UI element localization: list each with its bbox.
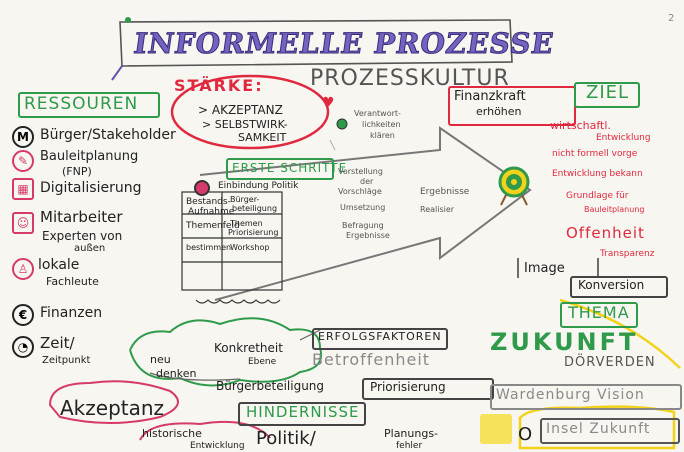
target-dot-icon <box>194 180 210 196</box>
zukunft-text: ZUKUNFT <box>490 328 639 356</box>
arrow-step: Vorschläge <box>338 187 382 196</box>
pen-icon: ✎ <box>12 150 34 172</box>
step-item: Einbindung Politik <box>218 181 299 191</box>
ziel-item: nicht formell vorge <box>552 149 638 159</box>
politik-text: Politik/ <box>256 428 316 449</box>
step-item: Aufnahme <box>188 207 235 217</box>
neu-denken-text: neu <box>150 353 171 366</box>
yellow-note <box>480 414 512 444</box>
ressource-item: lokale <box>38 257 80 273</box>
ziel-item: Entwicklung <box>596 133 651 143</box>
wardenburg-text: Wardenburg Vision <box>496 387 645 403</box>
inselzukunft-text: Insel Zukunft <box>546 421 651 437</box>
priorisierung-text: Priorisierung <box>370 380 446 394</box>
hindernisse-box <box>238 402 366 426</box>
inselzukunft-box <box>540 418 680 444</box>
euro-icon: € <box>12 304 34 326</box>
arrow-step: Befragung <box>342 221 384 230</box>
people-icon: ☺ <box>12 212 34 234</box>
ressource-item: außen <box>74 243 106 254</box>
step-item: Bestands- <box>186 197 231 207</box>
historische-text: Entwicklung <box>190 441 245 451</box>
step-item: bestimmen <box>186 243 232 252</box>
wardenburg-box <box>490 384 682 410</box>
person-icon: ♙ <box>12 258 34 280</box>
ressource-item: (FNP) <box>62 165 92 178</box>
step-item: Themen <box>230 219 263 228</box>
step-item: Priorisierung <box>228 228 279 237</box>
staerke-item: > SELBSTWIRK- <box>202 118 288 131</box>
ziel-item: Grundlage für <box>566 191 629 201</box>
akzeptanz-text: Akzeptanz <box>60 396 165 420</box>
erste-schritte-box <box>226 158 334 180</box>
betroffenheit-text: Betroffenheit <box>312 350 431 369</box>
konkretheit-text: Konkretheit <box>214 341 283 355</box>
step-item: Bürger- <box>230 195 260 204</box>
ressource-item: Experten von <box>42 229 123 243</box>
ziel-box <box>574 82 640 108</box>
arrow-step: Vorstellung <box>338 167 383 176</box>
thema-box <box>560 302 638 328</box>
arrow-step: Ergebnisse <box>420 187 470 197</box>
staerke-item: > AKZEPTANZ <box>198 103 283 117</box>
hindernisse-heading: HINDERNISSE <box>246 403 360 421</box>
arrow-step: Realisier <box>420 205 455 214</box>
planungs-text: Planungs- <box>384 427 439 440</box>
ressource-item: Bürger/Stakeholder <box>40 127 176 143</box>
image-text: Image <box>524 261 565 276</box>
priorisierung-box <box>362 378 494 400</box>
verantwortlich-text: lichkeiten <box>362 120 401 129</box>
page-title: INFORMELLE PROZESSE <box>131 27 557 61</box>
buergerbeteiligung-text: Bürgerbeteiligung <box>216 379 325 393</box>
ressourcen-heading: RESSOUREN <box>24 94 139 114</box>
erfolgsfaktoren-heading: ERFOLGSFAKTOREN <box>318 330 442 343</box>
ziel-item: wirtschaftl. <box>550 119 611 132</box>
planungs-text: fehler <box>396 441 423 451</box>
ziel-item: Entwicklung bekann <box>552 169 643 179</box>
ressource-item: Zeitpunkt <box>42 355 91 366</box>
ziel-item: Bauleitplanung <box>584 205 645 214</box>
finanzkraft-text: erhöhen <box>476 105 522 118</box>
transparenz-text: Transparenz <box>600 249 655 259</box>
konversion-box <box>570 276 668 298</box>
ressource-item: Fachleute <box>46 275 99 288</box>
clock-icon: ◔ <box>12 336 34 358</box>
konversion-text: Konversion <box>578 278 645 292</box>
doerverden-text: DÖRVERDEN <box>564 355 656 370</box>
erste-schritte-heading: ERSTE SCHRITTE <box>232 161 348 175</box>
arrow-step: der <box>360 177 374 186</box>
konkretheit-text: Ebene <box>248 357 277 367</box>
finanzkraft-text: Finanzkraft <box>454 89 526 104</box>
grid-icon: ▦ <box>12 178 34 200</box>
erfolgsfaktoren-box <box>312 328 448 350</box>
ressource-item: Zeit/ <box>40 334 75 352</box>
neu-denken-text: denken <box>156 367 197 380</box>
step-item: beteiligung <box>232 204 278 213</box>
ressource-item: Finanzen <box>40 305 103 321</box>
thema-heading: THEMA <box>568 303 630 322</box>
page-number: 2 <box>668 13 675 24</box>
ressource-item: Mitarbeiter <box>40 208 123 226</box>
heart-icon: ♥ <box>322 95 335 111</box>
ziel-item: Offenheit <box>566 224 645 242</box>
verantwortlich-text: Verantwort- <box>354 109 401 118</box>
ressource-item: Digitalisierung <box>40 180 142 196</box>
step-item: Workshop <box>230 243 270 252</box>
step-item: Themenfeld <box>186 221 240 231</box>
staerke-item: SAMKEIT <box>238 131 287 144</box>
subtitle: PROZESSKULTUR <box>310 66 510 91</box>
arrow-step: Ergebnisse <box>346 231 390 240</box>
ressourcen-box <box>18 92 160 118</box>
m-icon: M <box>12 126 34 148</box>
arrow-step: Umsetzung <box>340 203 386 212</box>
ziel-heading: ZIEL <box>586 82 630 103</box>
circle-mark: O <box>518 424 533 445</box>
verantwortlich-text: klären <box>370 131 395 140</box>
historische-text: historische <box>142 427 202 440</box>
staerke-heading: STÄRKE: <box>174 76 264 95</box>
ressource-item: Bauleitplanung <box>40 149 139 164</box>
